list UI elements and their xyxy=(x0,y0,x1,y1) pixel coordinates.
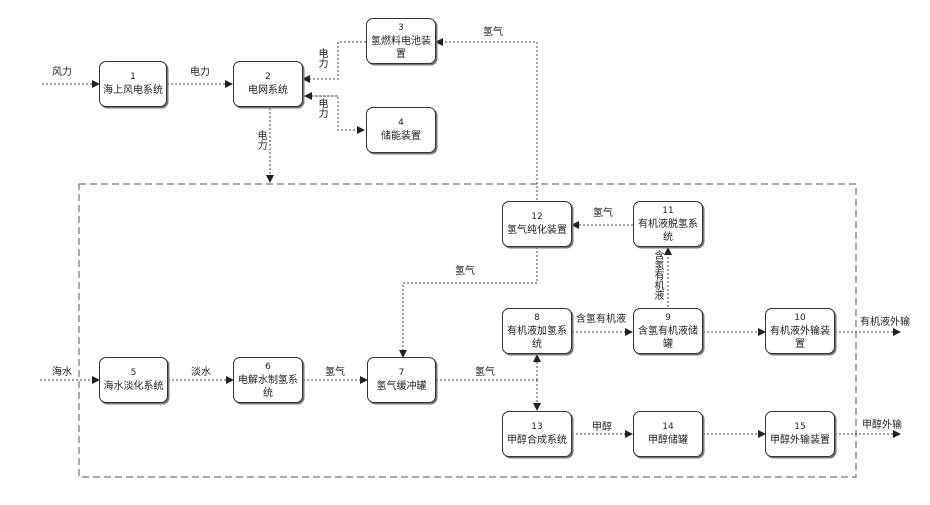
label-h2-11-12: 氢气 xyxy=(593,208,613,220)
box-purification: 12 氢气纯化装置 xyxy=(502,201,572,247)
label-power-1-2: 电力 xyxy=(190,67,210,79)
label-h2-7-out: 氢气 xyxy=(475,367,495,379)
box-title: 甲醇外输装置 xyxy=(770,434,830,447)
box-liquid-export: 10 有机液外输装置 xyxy=(765,308,835,354)
box-number: 5 xyxy=(131,367,137,380)
box-number: 7 xyxy=(399,367,405,380)
box-number: 3 xyxy=(398,22,404,35)
box-number: 2 xyxy=(265,71,271,84)
box-title: 甲醇合成系统 xyxy=(507,434,567,447)
label-power-4: 电力 xyxy=(316,98,327,118)
arrow-2-4 xyxy=(303,96,364,130)
label-wind: 风力 xyxy=(52,67,72,79)
box-dehydrogenation: 11 有机液脱氢系统 xyxy=(633,201,703,247)
box-title: 储能装置 xyxy=(381,130,421,143)
box-title: 氢气缓冲罐 xyxy=(377,380,427,393)
box-title: 有机液加氢系统 xyxy=(503,325,571,351)
label-out-organic: 有机液外输 xyxy=(860,317,910,329)
label-h2-top: 氢气 xyxy=(483,27,503,39)
box-title: 氢燃料电池装置 xyxy=(367,35,435,61)
box-title: 氢气纯化装置 xyxy=(507,224,567,237)
box-number: 4 xyxy=(398,117,404,130)
box-methanol-export: 15 甲醇外输装置 xyxy=(765,411,835,457)
label-liquid-9-11: 含氢有机液 xyxy=(652,250,663,300)
box-title: 海水淡化系统 xyxy=(104,380,164,393)
box-hydrogenation: 8 有机液加氢系统 xyxy=(502,308,572,354)
box-number: 13 xyxy=(531,421,542,434)
box-title: 有机液外输装置 xyxy=(766,325,834,351)
box-title: 电解水制氢系统 xyxy=(234,374,302,400)
box-desalination: 5 海水淡化系统 xyxy=(99,357,168,403)
box-buffer-tank: 7 氢气缓冲罐 xyxy=(367,357,436,403)
box-number: 14 xyxy=(662,421,673,434)
box-methanol-tank: 14 甲醇储罐 xyxy=(633,411,703,457)
box-storage: 4 储能装置 xyxy=(366,107,436,153)
label-h2-12-7: 氢气 xyxy=(455,266,475,278)
box-liquid-tank: 9 含氢有机液储罐 xyxy=(633,308,703,354)
box-methanol-synthesis: 13 甲醇合成系统 xyxy=(502,411,572,457)
label-seawater: 海水 xyxy=(52,367,72,379)
label-out-methanol: 甲醇外输 xyxy=(862,420,902,432)
box-number: 15 xyxy=(794,421,805,434)
box-title: 甲醇储罐 xyxy=(648,434,688,447)
label-methanol: 甲醇 xyxy=(592,422,612,434)
box-number: 6 xyxy=(265,361,271,374)
label-h2-6-7: 氢气 xyxy=(325,367,345,379)
box-title: 电网系统 xyxy=(248,84,288,97)
box-fuel-cell: 3 氢燃料电池装置 xyxy=(366,18,436,64)
system-boundary xyxy=(79,184,856,477)
box-grid: 2 电网系统 xyxy=(233,61,303,107)
box-number: 1 xyxy=(130,71,136,84)
label-power-down: 电力 xyxy=(255,130,266,150)
label-power-3-2: 电力 xyxy=(316,48,327,68)
arrow-12-3 xyxy=(436,42,537,200)
label-liquid-8-9: 含氢有机液 xyxy=(576,314,626,326)
arrow-3-2 xyxy=(303,42,366,79)
box-title: 有机液脱氢系统 xyxy=(634,218,702,244)
label-freshwater: 淡水 xyxy=(191,367,211,379)
box-electrolysis: 6 电解水制氢系统 xyxy=(233,357,303,403)
box-title: 含氢有机液储罐 xyxy=(634,325,702,351)
box-number: 12 xyxy=(531,211,542,224)
box-number: 11 xyxy=(662,205,673,218)
box-title: 海上风电系统 xyxy=(103,84,163,97)
box-number: 9 xyxy=(665,312,671,325)
box-offshore-wind: 1 海上风电系统 xyxy=(99,61,167,107)
box-number: 8 xyxy=(534,312,540,325)
box-number: 10 xyxy=(794,312,805,325)
